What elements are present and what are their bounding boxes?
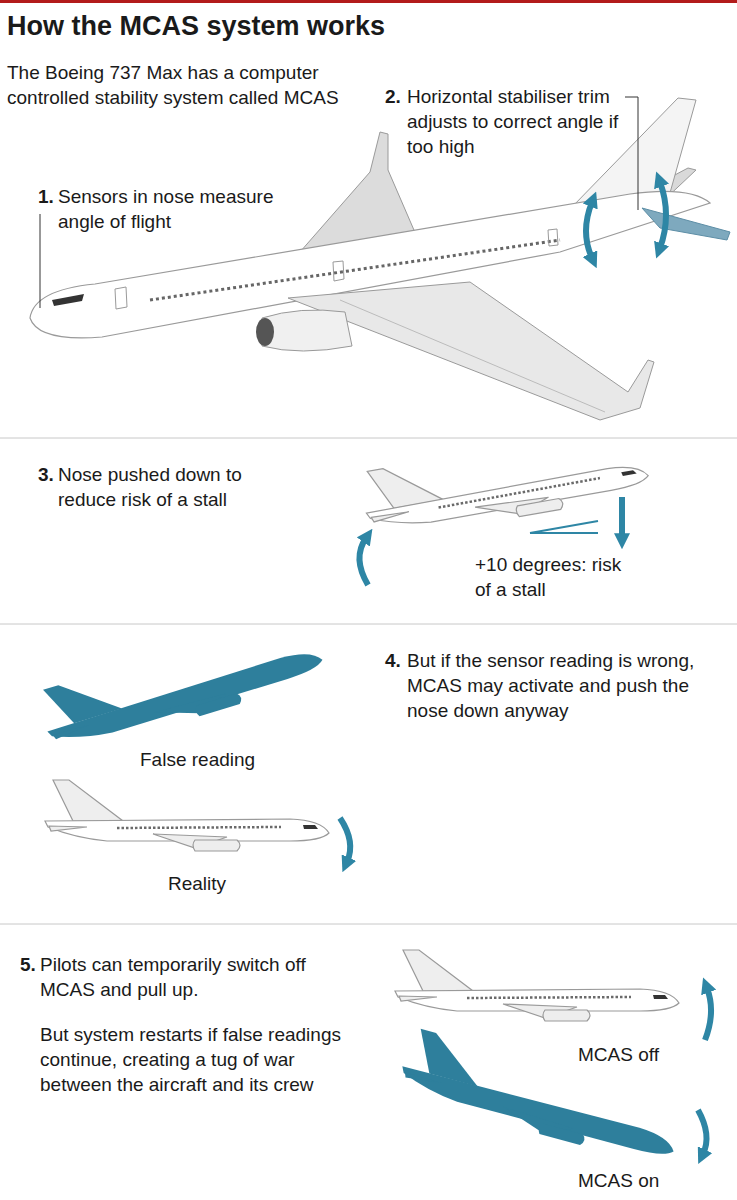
plane-caption: False reading — [140, 747, 255, 772]
angle-label: +10 degrees: risk of a stall — [475, 552, 630, 602]
flap-line — [340, 300, 605, 412]
mcas-off-plane — [395, 950, 679, 1021]
plane-caption: Reality — [168, 871, 226, 896]
step-text: Nose pushed down to reduce risk of a sta… — [58, 462, 286, 512]
trim-arrow — [586, 202, 592, 258]
step-text: Sensors in nose measure angle of flight — [58, 184, 298, 234]
title: How the MCAS system works — [7, 10, 385, 42]
door — [333, 261, 344, 281]
nose-down-arrow — [698, 1110, 707, 1154]
plane-caption: MCAS off — [578, 1042, 659, 1067]
pull-up-arrow — [705, 988, 711, 1040]
sensor-panel — [35, 609, 350, 862]
windows — [150, 240, 560, 300]
top-bar — [0, 0, 737, 3]
cockpit-window — [52, 294, 84, 306]
angle-line — [530, 532, 598, 534]
step-text: Pilots can temporarily switch off MCAS a… — [40, 952, 350, 1002]
airliner-illustration — [30, 97, 730, 420]
separator — [0, 438, 737, 439]
callout-number: 2. — [385, 84, 401, 109]
plane-caption: MCAS on — [578, 1168, 659, 1193]
engine — [262, 310, 352, 351]
callout-number: 5. — [20, 952, 36, 977]
reality-plane — [45, 780, 329, 851]
false-reading-plane — [35, 609, 327, 760]
mcas-on-plane — [395, 1027, 688, 1169]
door — [115, 287, 127, 309]
trim-arrow — [660, 182, 666, 248]
separator — [0, 924, 737, 925]
nose-down-arrow — [340, 818, 350, 862]
pilot-panel — [395, 950, 711, 1169]
separator — [0, 624, 737, 625]
leader-line — [40, 214, 41, 308]
nose-down-arrow — [619, 497, 625, 538]
intro-text: The Boeing 737 Max has a computer contro… — [7, 60, 347, 110]
engine-intake — [256, 318, 274, 346]
door — [548, 229, 558, 246]
step-text: But if the sensor reading is wrong, MCAS… — [407, 648, 727, 723]
callout-number: 3. — [38, 462, 54, 487]
step-text: Horizontal stabiliser trim adjusts to co… — [407, 84, 622, 159]
tail-up-arrow — [359, 538, 368, 585]
callout-number: 4. — [385, 648, 401, 673]
step-text: But system restarts if false readings co… — [40, 1022, 350, 1097]
callout-number: 1. — [38, 184, 54, 209]
plane-pitched-up — [359, 423, 651, 542]
horizontal-stabiliser — [642, 208, 730, 240]
angle-line — [530, 521, 598, 533]
near-wing — [288, 282, 654, 420]
leader-line — [625, 97, 638, 210]
